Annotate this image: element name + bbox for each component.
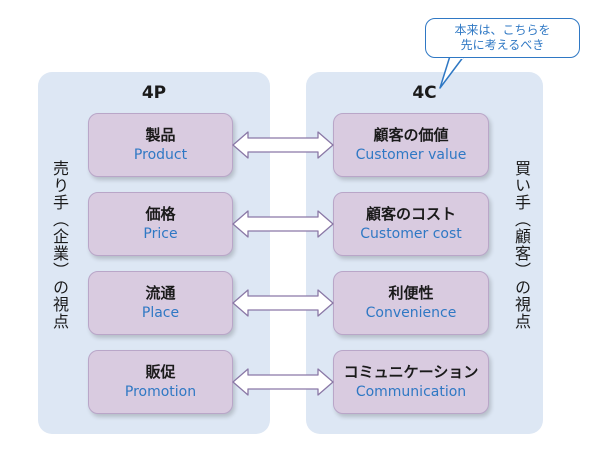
box-label-en: Price	[143, 226, 178, 242]
box-product: 製品 Product	[88, 113, 233, 177]
double-arrow-icon	[232, 131, 334, 159]
box-label-jp: 利便性	[388, 284, 434, 302]
box-label-en: Convenience	[365, 305, 457, 321]
box-label-jp: 製品	[145, 126, 176, 144]
box-price: 価格 Price	[88, 192, 233, 256]
box-customer-value: 顧客の価値 Customer value	[333, 113, 489, 177]
box-label-jp: 価格	[145, 205, 176, 223]
box-label-en: Promotion	[124, 384, 197, 400]
box-label-jp: 販促	[145, 363, 176, 381]
box-label-en: Product	[133, 147, 188, 163]
double-arrow-icon	[232, 210, 334, 238]
seller-perspective-label: 売り手（企業）の視点	[50, 160, 69, 330]
title-4p: 4P	[141, 83, 167, 103]
box-label-jp: 流通	[145, 284, 176, 302]
box-label-en: Communication	[355, 384, 467, 400]
box-label-en: Customer value	[355, 147, 467, 163]
box-label-jp: 顧客の価値	[373, 126, 449, 144]
box-label-jp: 顧客のコスト	[365, 205, 456, 223]
callout-line-1: 本来は、こちらを	[454, 23, 551, 37]
box-label-jp: コミュニケーション	[343, 363, 479, 381]
box-label-en: Customer cost	[360, 226, 462, 242]
box-label-en: Place	[141, 305, 180, 321]
callout-bubble: 本来は、こちらを 先に考えるべき	[425, 18, 580, 58]
box-customer-cost: 顧客のコスト Customer cost	[333, 192, 489, 256]
box-convenience: 利便性 Convenience	[333, 271, 489, 335]
callout-line-2: 先に考えるべき	[460, 38, 545, 52]
double-arrow-icon	[232, 368, 334, 396]
title-4c: 4C	[412, 83, 437, 103]
double-arrow-icon	[232, 289, 334, 317]
buyer-perspective-label: 買い手（顧客）の視点	[512, 160, 531, 330]
box-communication: コミュニケーション Communication	[333, 350, 489, 414]
box-promotion: 販促 Promotion	[88, 350, 233, 414]
box-place: 流通 Place	[88, 271, 233, 335]
